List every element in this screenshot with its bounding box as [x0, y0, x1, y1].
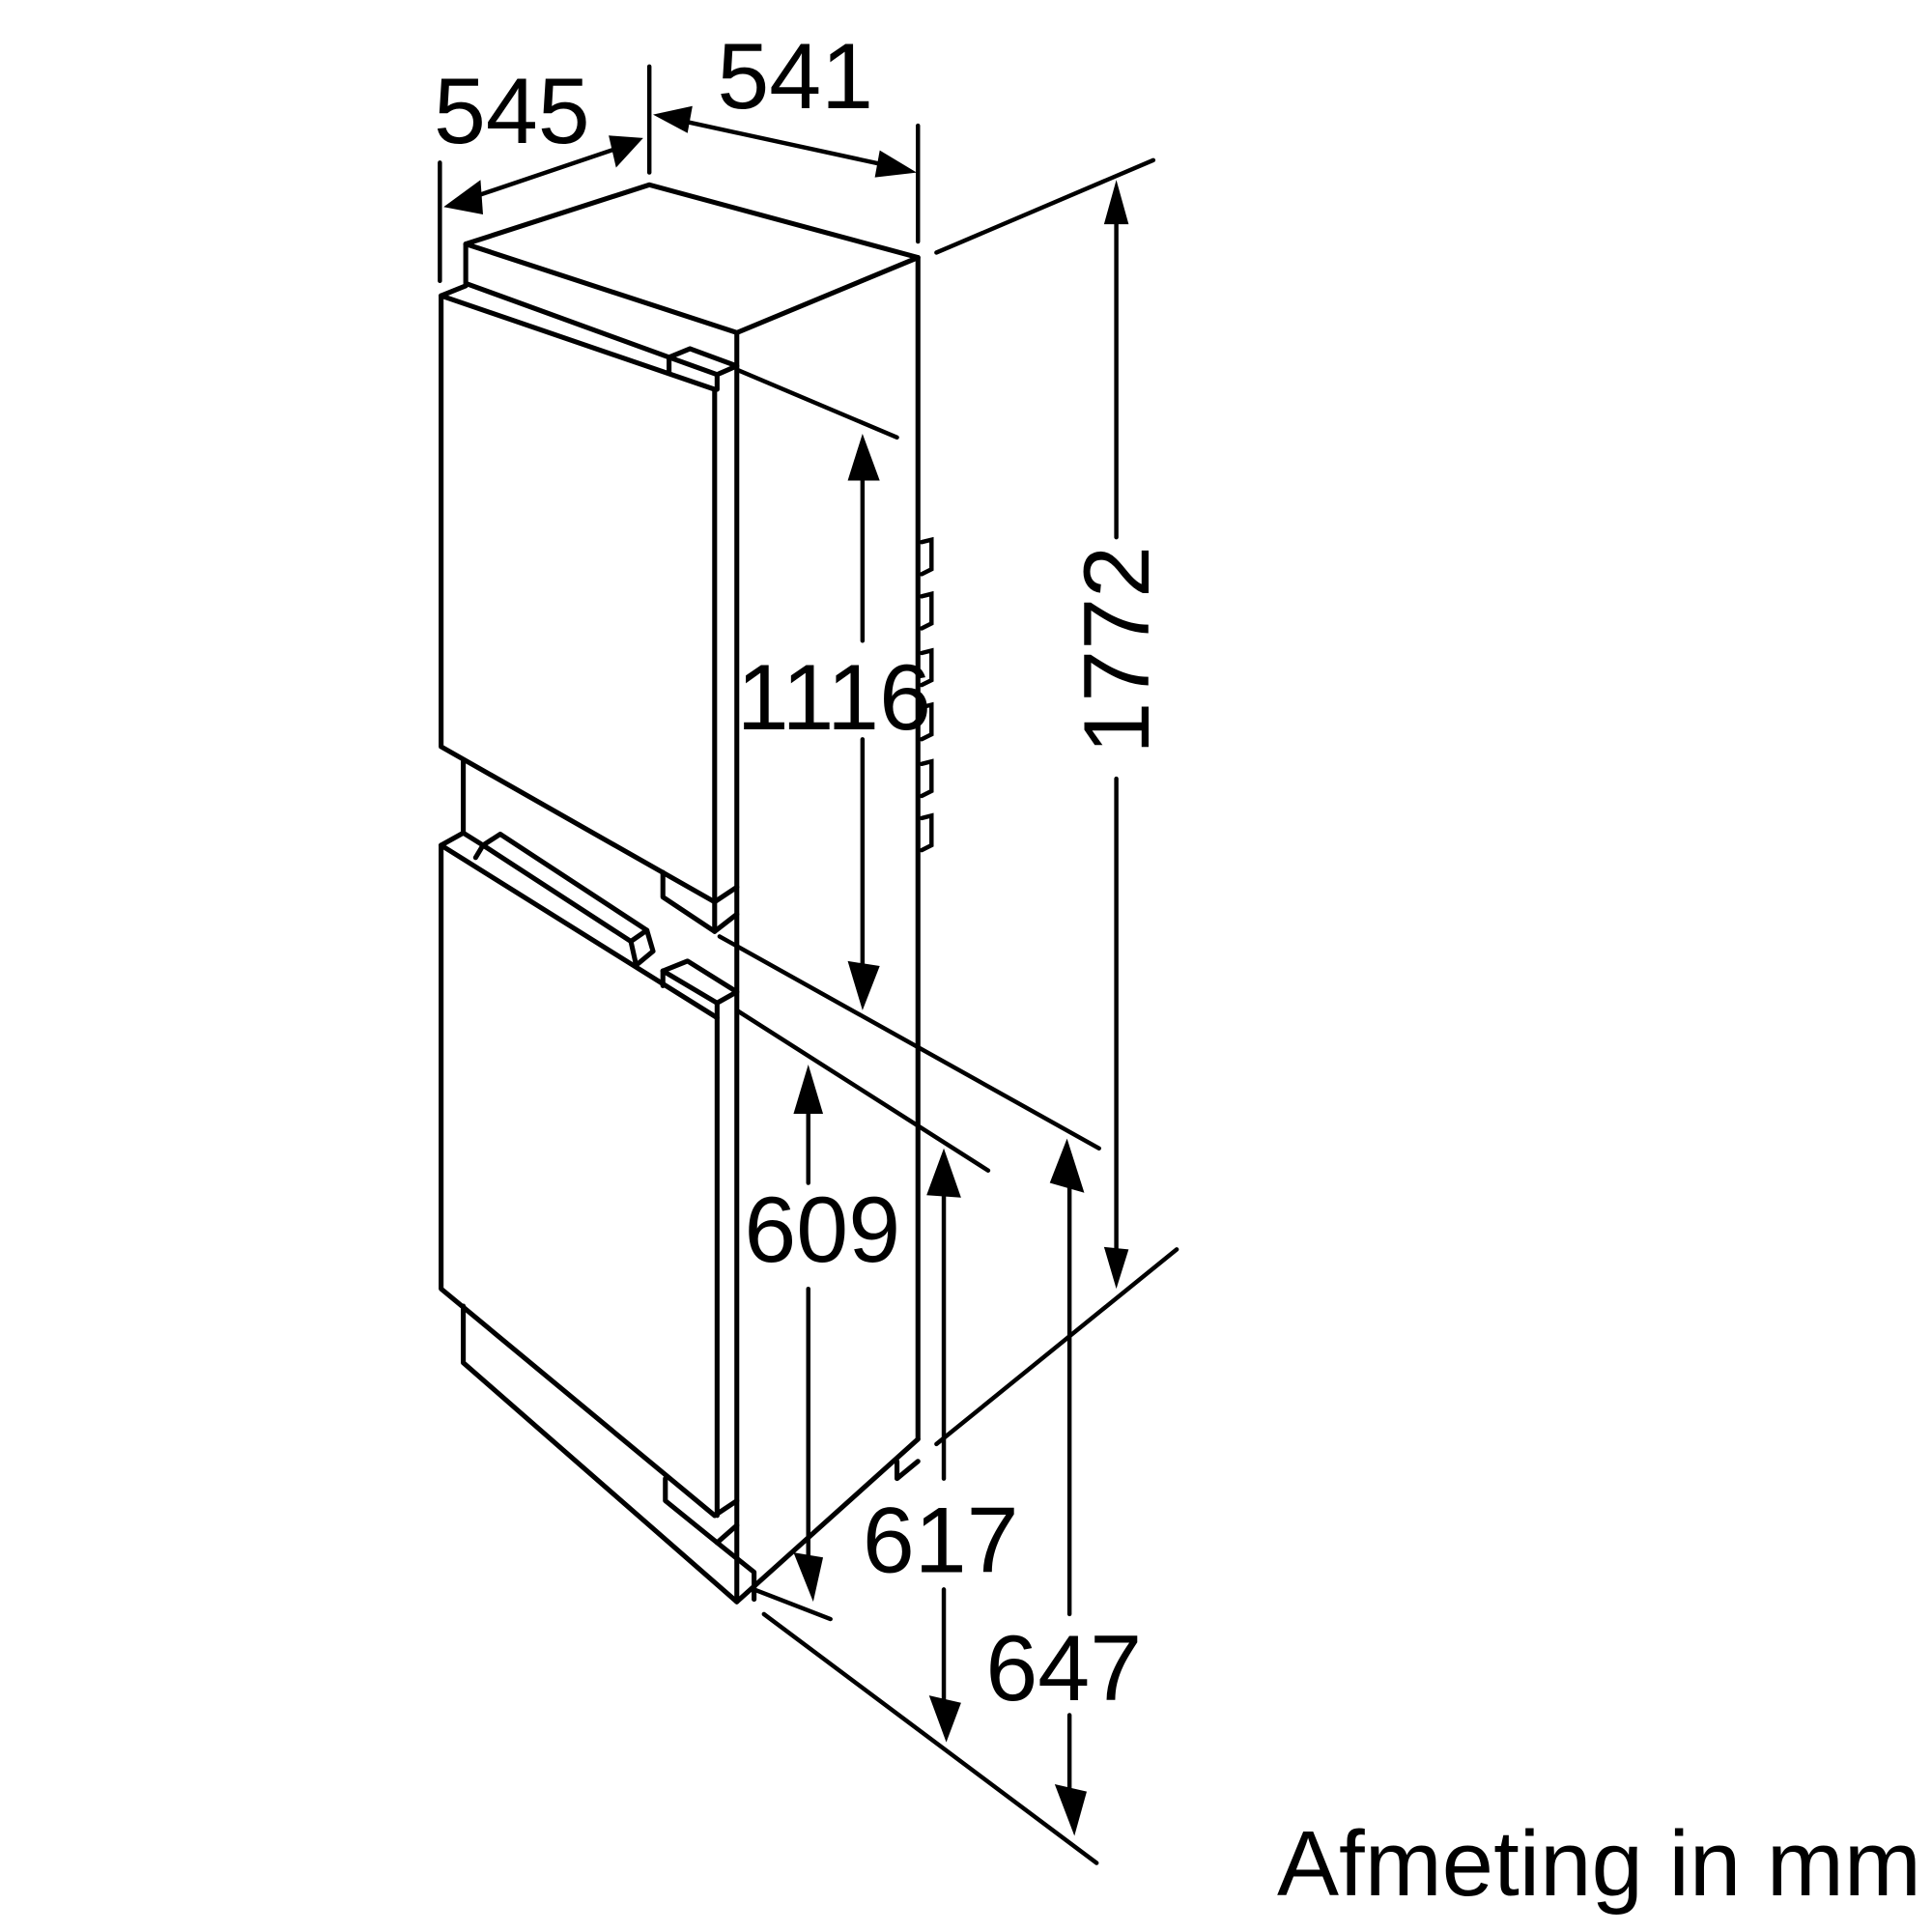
dimension-617	[926, 1148, 961, 1743]
label-1116: 1116	[737, 644, 931, 750]
label-541: 541	[717, 23, 873, 128]
unit-caption: Afmeting in mm	[1277, 1812, 1921, 1916]
label-647: 647	[985, 1615, 1142, 1720]
dimension-609	[793, 1065, 824, 1603]
label-609: 609	[744, 1177, 900, 1282]
label-617: 617	[863, 1488, 1019, 1593]
dimension-1772	[1103, 180, 1129, 1290]
dimension-545	[443, 135, 643, 214]
appliance-outline	[439, 182, 934, 1605]
dimension-541	[653, 105, 917, 178]
ventilation-bumps	[919, 536, 934, 853]
label-1772: 1772	[1064, 546, 1169, 754]
extension-lines	[438, 64, 1179, 1865]
dimension-647	[1049, 1138, 1087, 1836]
label-545: 545	[434, 58, 590, 163]
dimension-1116	[847, 433, 880, 1010]
